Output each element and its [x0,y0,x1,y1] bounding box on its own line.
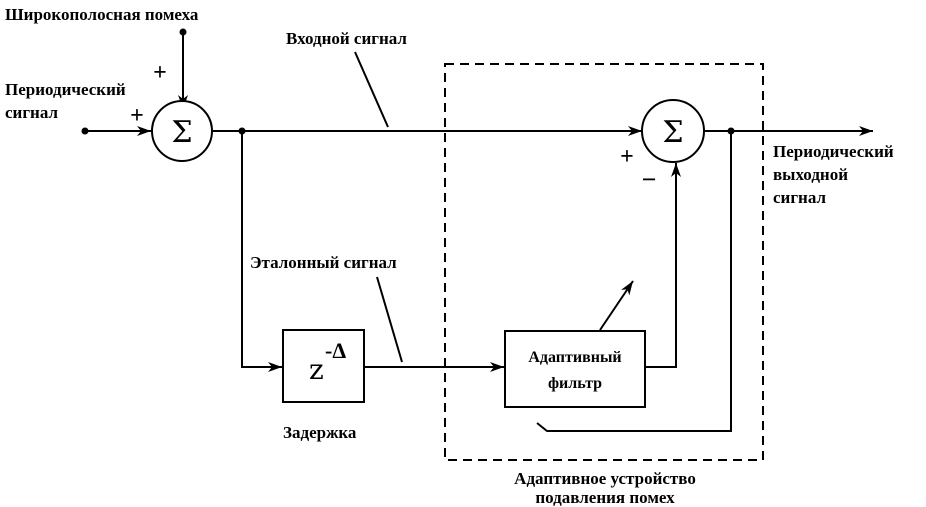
adaptive-filter-label-2: фильтр [548,375,602,392]
delay-caption: Задержка [283,423,357,442]
canceller-boundary [444,63,764,461]
error-feedback-line [536,131,732,432]
adaptation-arrow [599,280,634,331]
output-summer-minus: − [642,165,657,194]
input-signal-label: Входной сигнал [286,29,407,48]
canceller-label-2: подавления помех [535,488,675,507]
periodic-output-label-2: выходной [773,165,848,184]
delay-symbol-exponent: -Δ [325,338,346,363]
reference-branch-line [241,131,282,372]
periodic-output-label-3: сигнал [773,188,827,207]
canceller-label-1: Адаптивное устройство [514,469,696,488]
adaptive-filter-label-1: Адаптивный [528,349,621,366]
periodic-signal-label-1: Периодический [5,80,126,99]
periodic-output-label-1: Периодический [773,142,894,161]
filter-output-line [645,163,681,368]
input-summer-plus-left: + [130,103,144,129]
input-summer-plus-top: + [153,60,167,86]
output-summer-sigma: Σ [662,115,683,150]
reference-signal-pointer [376,276,403,363]
adaptive-filter-block [504,330,646,408]
delay-symbol-base: z [309,353,324,386]
input-summer-sigma: Σ [171,115,192,150]
reference-signal-label: Эталонный сигнал [250,253,397,272]
broadband-noise-label: Широкополосная помеха [5,5,199,24]
output-summer-plus: + [620,144,634,170]
input-signal-pointer [354,51,389,128]
periodic-signal-label-2: сигнал [5,103,59,122]
